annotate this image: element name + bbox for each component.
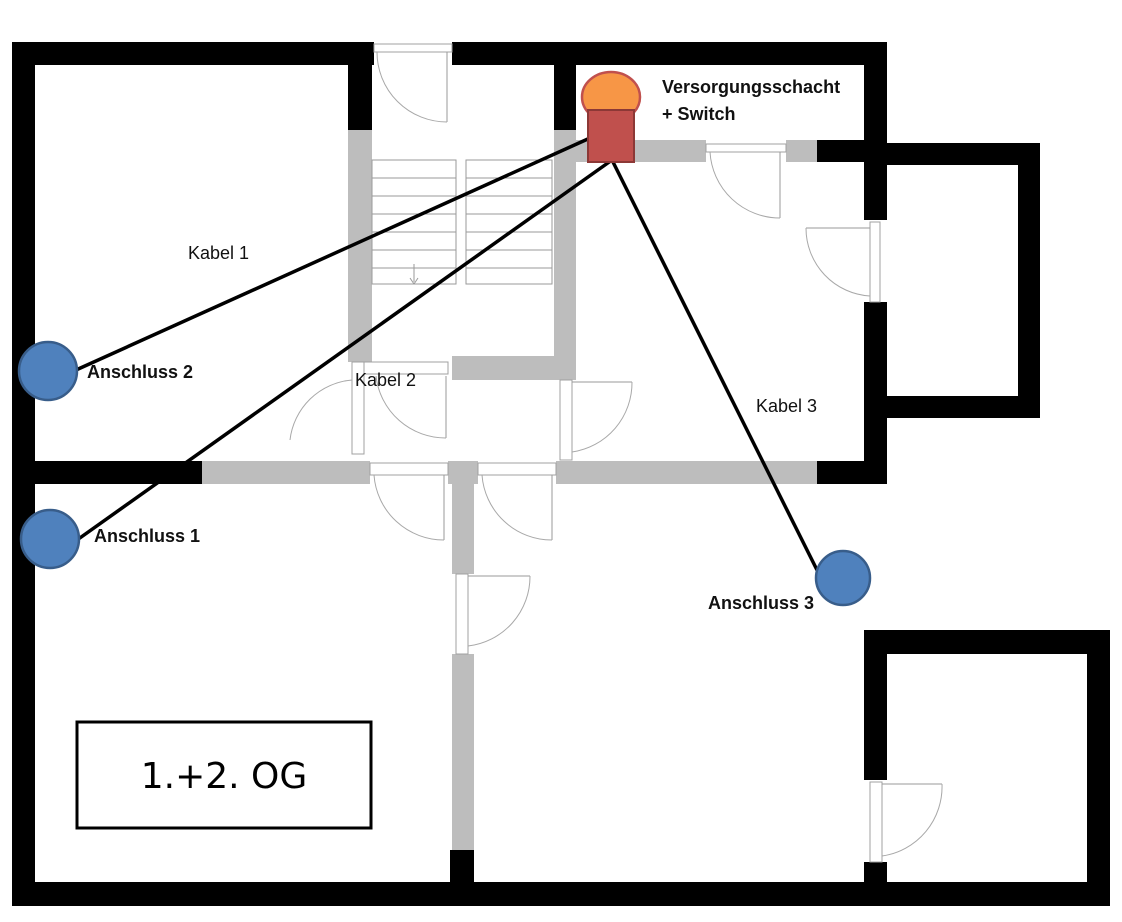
interior-walls bbox=[202, 130, 817, 850]
door-annex-bottom bbox=[869, 781, 943, 863]
outer-walls bbox=[12, 42, 1110, 906]
shaft-label-line1: Versorgungsschacht bbox=[662, 77, 840, 97]
door-left-room bbox=[289, 361, 449, 455]
anschluss-3-label: Anschluss 3 bbox=[708, 593, 814, 613]
cable-1 bbox=[75, 136, 591, 372]
switch-icon bbox=[587, 109, 635, 163]
supply-shaft bbox=[580, 70, 642, 163]
doors bbox=[289, 43, 943, 863]
floor-legend-text: 1.+2. OG bbox=[141, 756, 308, 797]
shaft-label-line2: + Switch bbox=[662, 104, 736, 124]
anschluss-2-label: Anschluss 2 bbox=[87, 362, 193, 382]
cable-2 bbox=[75, 158, 614, 542]
door-middle bbox=[455, 573, 531, 655]
cable-3-label: Kabel 3 bbox=[756, 396, 817, 416]
floor-legend: 1.+2. OG bbox=[75, 720, 373, 830]
cable-1-label: Kabel 1 bbox=[188, 243, 249, 263]
door-entrance bbox=[373, 43, 453, 123]
outlet-icon-anschluss-1 bbox=[19, 508, 81, 570]
door-stair-right bbox=[559, 379, 633, 461]
anschluss-1-label: Anschluss 1 bbox=[94, 526, 200, 546]
cable-2-label: Kabel 2 bbox=[355, 370, 416, 390]
outlet-icon-anschluss-3 bbox=[814, 549, 872, 607]
door-hall-north bbox=[705, 143, 787, 219]
cables bbox=[75, 136, 820, 573]
door-lower-left bbox=[369, 462, 449, 541]
outlet-icon-anschluss-2 bbox=[17, 340, 79, 402]
staircase bbox=[371, 159, 553, 285]
door-lower-right bbox=[477, 462, 557, 541]
door-east-annex bbox=[805, 221, 881, 303]
cable-3 bbox=[610, 159, 820, 573]
outlets bbox=[17, 340, 872, 607]
